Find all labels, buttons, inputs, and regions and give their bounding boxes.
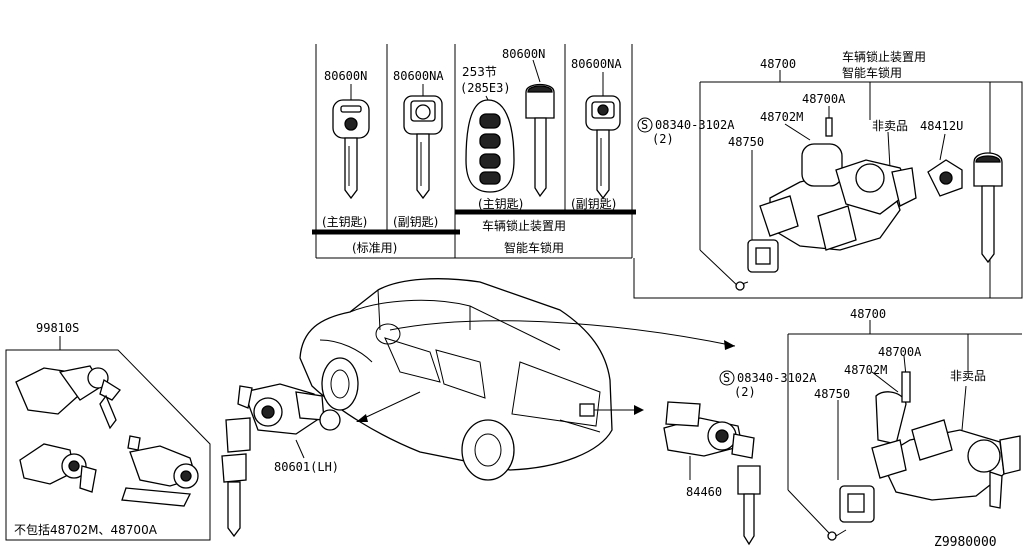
upper-part-48750: 48750 — [728, 135, 764, 149]
lower-part-48702m: 48702M — [844, 363, 887, 377]
upper-main-part: 48700 — [760, 57, 796, 71]
lower-screw-symbol-circle — [719, 370, 735, 386]
intelligent-key-fob — [465, 99, 515, 193]
diagram-code: Z9980000 — [934, 535, 997, 550]
left-set-part: 99810S — [36, 321, 79, 335]
standard-use-label: (标准用) — [352, 241, 397, 255]
sub-key-label: (副钥匙) — [393, 215, 438, 229]
lower-screw-part: 08340-3102A — [737, 371, 817, 385]
key3-part-label: 80600N — [502, 47, 545, 61]
lower-screw-symbol: S — [723, 371, 730, 385]
lower-part-48750: 48750 — [814, 387, 850, 401]
immobilizer-use-line2: 智能车锁用 — [504, 240, 564, 255]
upper-title-line1: 车辆锁止装置用 — [842, 49, 926, 64]
key1-part-label: 80600N — [324, 69, 367, 83]
trunk-lock-cylinder: 84460 — [663, 401, 761, 546]
master-key-label: (主钥匙) — [322, 215, 367, 229]
door-lock-cylinder: 80601(LH) — [221, 383, 341, 538]
upper-part-48412u: 48412U — [920, 119, 963, 133]
upper-part-48702m: 48702M — [760, 110, 803, 124]
upper-not-for-sale: 非卖品 — [872, 119, 908, 133]
upper-screw-qty: (2) — [652, 132, 674, 146]
sub-key-right-label: (副钥匙) — [571, 197, 616, 211]
left-lock-set: 99810S 不包括48702M、48700A — [5, 321, 211, 541]
door-lock-part: 80601(LH) — [274, 460, 339, 474]
upper-screw-symbol: S — [641, 118, 648, 132]
keys-panel: 80600N 80600NA 253节 (285E3) 80600N 80600… — [312, 44, 636, 259]
fob-master-key-label: (主钥匙) — [478, 197, 523, 211]
car-illustration — [299, 278, 736, 481]
lower-part-48700a: 48700A — [878, 345, 922, 359]
upper-part-48700a: 48700A — [802, 92, 846, 106]
upper-steering-lock-assembly: 车辆锁止装置用 智能车锁用 48700 S 08340-3102A (2) 48… — [633, 49, 1023, 299]
immobilizer-use-line1: 车辆锁止装置用 — [482, 218, 566, 233]
master-key-2 — [525, 83, 555, 198]
trunk-lock-part: 84460 — [686, 485, 722, 499]
master-key-1 — [332, 99, 370, 200]
sub-key-2 — [585, 95, 621, 200]
left-set-note: 不包括48702M、48700A — [14, 522, 158, 537]
key4-part-label: 80600NA — [571, 57, 622, 71]
lower-main-part: 48700 — [850, 307, 886, 321]
upper-screw-symbol-circle — [637, 117, 653, 133]
upper-screw-part: 08340-3102A — [655, 118, 735, 132]
lower-steering-lock-assembly: 48700 S 08340-3102A (2) 48700A 48702M 非卖… — [719, 307, 1022, 541]
lower-not-for-sale: 非卖品 — [950, 369, 986, 383]
lower-screw-qty: (2) — [734, 385, 756, 399]
fob-part-label-line1: 253节 — [462, 65, 497, 79]
fob-part-label-line2: (285E3) — [460, 81, 511, 95]
sub-key-1 — [403, 95, 443, 200]
key2-part-label: 80600NA — [393, 69, 444, 83]
upper-title-line2: 智能车锁用 — [842, 65, 902, 80]
